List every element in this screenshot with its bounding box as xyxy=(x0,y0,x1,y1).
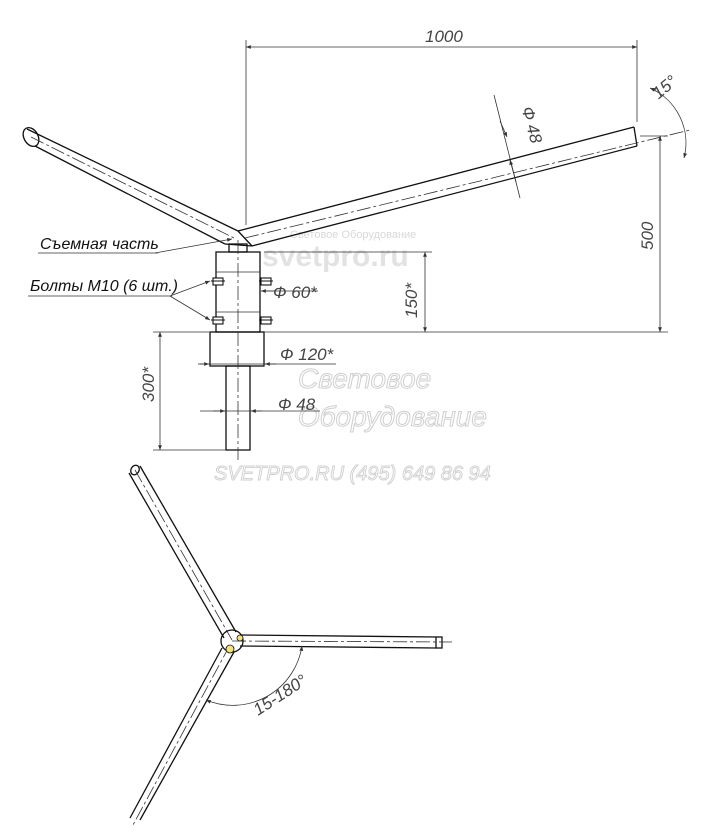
watermark-contact: SVETPRO.RU (495) 649 86 94 xyxy=(214,463,491,485)
watermark: Световое Оборудование svetpro.ru Светово… xyxy=(214,229,492,485)
right-arm xyxy=(237,126,691,247)
bolt-icon xyxy=(259,277,273,286)
dim-sleeve-height: 150* xyxy=(402,282,421,318)
bolt-icon xyxy=(211,277,225,286)
watermark-company-line2: Оборудование xyxy=(298,401,487,432)
label-removable-part: Съемная часть xyxy=(40,236,159,253)
base-flange xyxy=(209,331,265,367)
bolts xyxy=(211,277,273,325)
dim-tube-dia-arm: Ф 48 xyxy=(518,104,546,145)
arm-joint xyxy=(237,230,253,247)
left-arm xyxy=(22,127,239,245)
dim-post-dia: Ф 48 xyxy=(278,395,316,414)
dim-span: 1000 xyxy=(425,27,463,46)
dim-height: 500 xyxy=(638,221,657,250)
dim-sleeve-dia: Ф 60* xyxy=(273,283,318,302)
dim-angle-tilt: 15° xyxy=(649,71,681,102)
stem xyxy=(209,240,265,460)
dim-base-dia: Ф 120* xyxy=(280,345,335,364)
dim-insert-depth: 300* xyxy=(139,366,158,402)
watermark-small: Световое Оборудование xyxy=(290,229,416,241)
bolt-icon xyxy=(211,316,225,325)
watermark-company-line1: Световое xyxy=(298,363,431,394)
label-bolts: Болты М10 (6 шт.) xyxy=(30,278,178,295)
watermark-domain: svetpro.ru xyxy=(262,240,409,273)
plan-view: 15-180° xyxy=(128,464,453,826)
dim-plan-angle: 15-180° xyxy=(250,671,311,720)
bolt-icon xyxy=(259,316,273,325)
